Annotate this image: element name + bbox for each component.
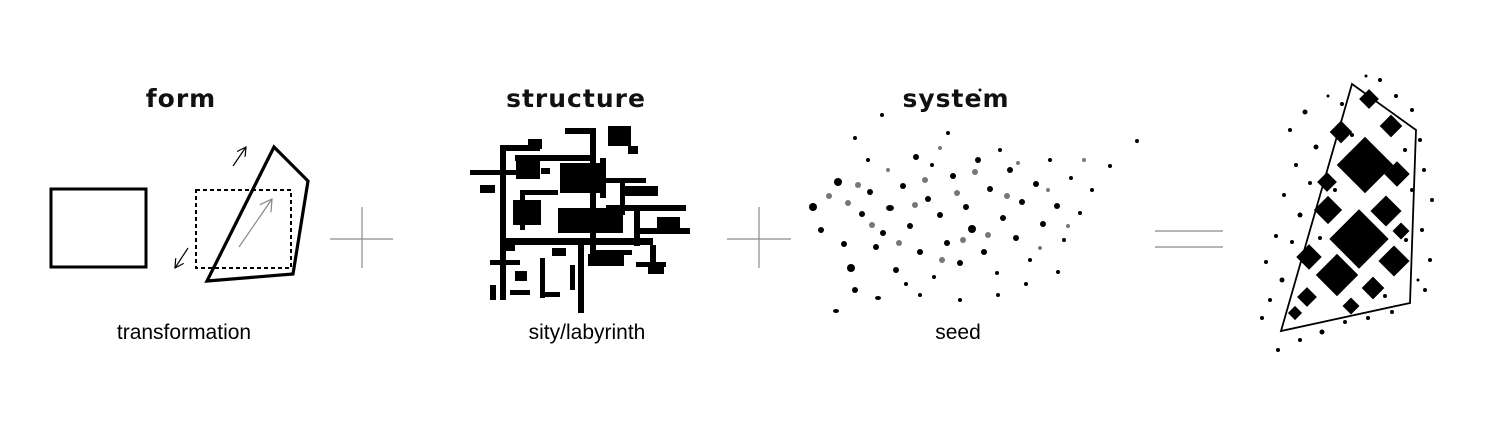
system-title: system (902, 84, 1010, 113)
dashed-square-shape (195, 189, 292, 269)
transformation-caption: transformation (116, 321, 252, 344)
form-title: form (145, 84, 217, 113)
square-shape (49, 187, 148, 269)
seed-scatter (809, 88, 1139, 313)
result-dots (1260, 74, 1434, 352)
arrow-up-right-icon (232, 147, 246, 167)
seed-caption: seed (935, 321, 981, 344)
labyrinth-diagram (470, 126, 690, 313)
grey-arrow-icon (238, 199, 272, 248)
arrow-down-left-icon (175, 247, 189, 268)
equals-operator (1155, 230, 1223, 248)
result-blocks (1287, 89, 1410, 321)
structure-title: structure (506, 84, 646, 113)
labyrinth-caption: sity/labyrinth (528, 321, 646, 344)
result-diagram (1260, 74, 1434, 352)
plus-operator (727, 207, 791, 268)
plus-operator (330, 207, 393, 268)
transformed-polygon-shape (204, 144, 310, 283)
form-diagram (49, 144, 310, 283)
